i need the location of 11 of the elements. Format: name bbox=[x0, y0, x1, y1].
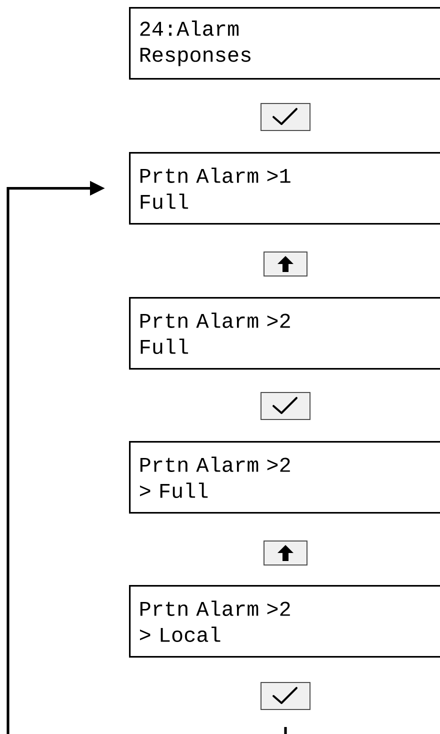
up-arrow-button-icon bbox=[264, 252, 308, 276]
checkmark-button-icon bbox=[260, 682, 310, 710]
up-arrow-button-icon bbox=[264, 540, 308, 566]
loop-arrow bbox=[6, 180, 287, 734]
display-screen: Prtn Alarm >1 Full bbox=[129, 152, 440, 225]
display-screen: Prtn Alarm >2 Full bbox=[129, 297, 440, 370]
display-screen: 24:Alarm Responses bbox=[129, 7, 440, 80]
display-screen: Prtn Alarm >2 > Full bbox=[129, 441, 440, 514]
checkmark-button-icon bbox=[260, 392, 310, 420]
display-screen: Prtn Alarm >2 > Local bbox=[129, 585, 440, 658]
checkmark-button-icon bbox=[260, 103, 310, 131]
